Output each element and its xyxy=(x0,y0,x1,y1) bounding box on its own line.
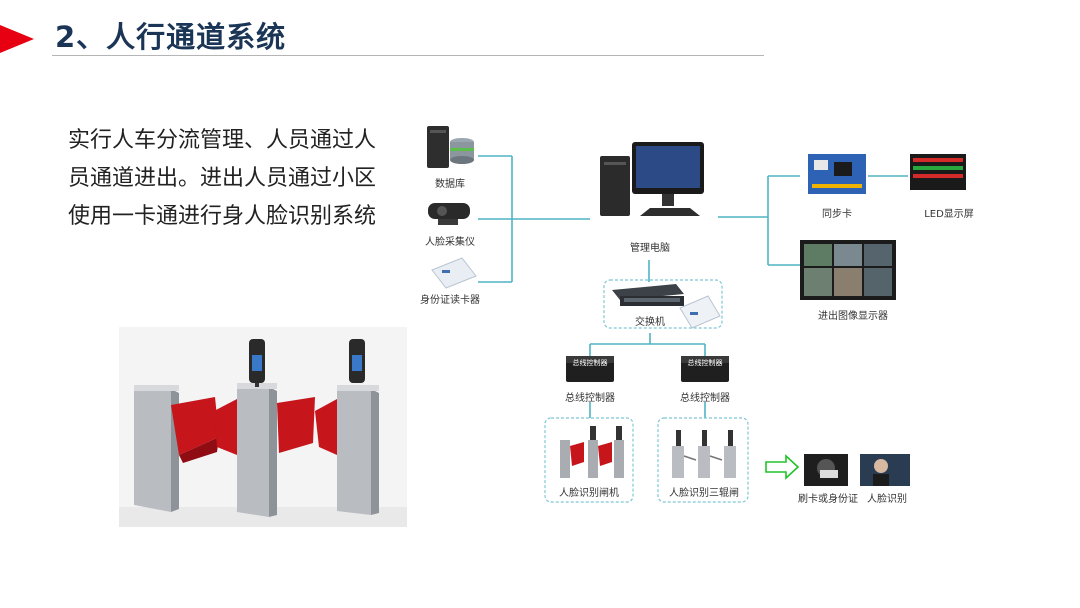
green-arrow-icon xyxy=(765,454,800,480)
label-face-gate: 人脸识别闸机 xyxy=(559,488,619,499)
label-switch: 交换机 xyxy=(635,317,665,328)
label-sync-card: 同步卡 xyxy=(822,209,852,220)
bus-controller-2-icon xyxy=(681,356,729,382)
label-database: 数据库 xyxy=(435,179,465,190)
turnstile-photo xyxy=(119,327,407,527)
label-bus-controller-2: 总线控制器 xyxy=(680,393,730,404)
connector-lines xyxy=(478,155,908,418)
label-card-or-id: 刷卡或身份证 xyxy=(798,494,858,505)
face-camera-icon xyxy=(428,203,470,225)
label-entry-monitor: 进出图像显示器 xyxy=(818,311,888,322)
title-divider xyxy=(52,55,764,56)
database-icon xyxy=(427,126,474,168)
sync-card-icon xyxy=(808,154,866,194)
label-led-screen: LED显示屏 xyxy=(924,209,974,220)
label-face-camera: 人脸采集仪 xyxy=(425,237,475,248)
entry-monitor-icon xyxy=(800,240,896,300)
gate1-box xyxy=(544,417,634,503)
title-arrow-icon xyxy=(0,25,34,53)
label-bus-box-2: 总线控制器 xyxy=(687,359,723,367)
label-id-reader: 身份证读卡器 xyxy=(420,295,480,306)
card-swipe-icon xyxy=(804,454,848,486)
label-management-pc: 管理电脑 xyxy=(630,243,670,254)
face-gate-icon xyxy=(560,426,624,478)
label-face-recognition: 人脸识别 xyxy=(867,494,907,505)
led-screen-icon xyxy=(910,154,966,190)
label-tripod-gate: 人脸识别三辊闸 xyxy=(669,488,739,499)
label-bus-box-1: 总线控制器 xyxy=(572,359,608,367)
page-title: 2、人行通道系统 xyxy=(55,20,287,54)
card-reader-icon xyxy=(679,295,721,329)
tripod-gate-icon xyxy=(672,430,736,478)
label-bus-controller-1: 总线控制器 xyxy=(565,393,615,404)
turnstile-illustration xyxy=(119,339,407,527)
switch-icon xyxy=(612,284,684,306)
face-recognition-icon xyxy=(860,454,910,486)
description-text: 实行人车分流管理、人员通过人员通道进出。进出人员通过小区使用一卡通进行身人脸识别… xyxy=(68,128,377,229)
management-pc-icon xyxy=(600,142,704,216)
switch-group-box xyxy=(603,279,723,329)
gate2-box xyxy=(657,417,749,503)
bus-controller-1-icon xyxy=(566,356,614,382)
id-reader-icon xyxy=(431,257,477,289)
